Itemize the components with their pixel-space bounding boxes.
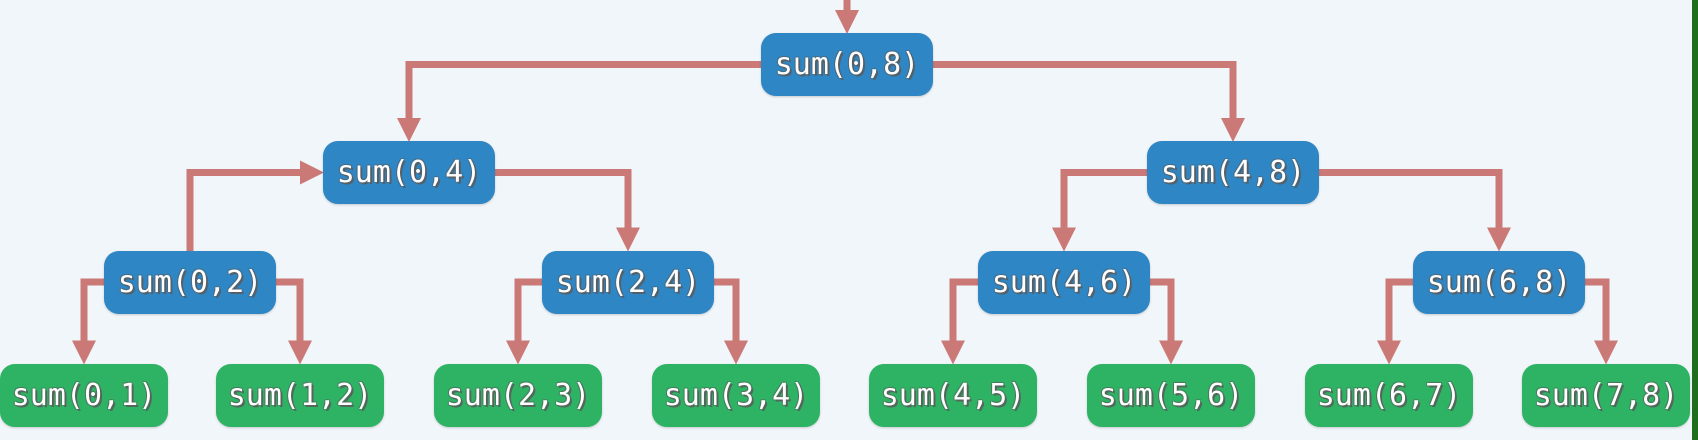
edge-sum-6-8-to-sum-7-8: [1582, 278, 1618, 365]
tree-node-sum-2-4: sum(2,4): [542, 250, 714, 314]
edge-sum-2-4-to-sum-2-3: [506, 278, 545, 365]
edge-sum-6-8-to-sum-6-7: [1377, 278, 1416, 365]
edge-sum-0-4-to-sum-2-4: [492, 169, 640, 252]
tree-node-sum-5-6: sum(5,6): [1087, 363, 1255, 427]
tree-node-sum-1-2: sum(1,2): [216, 363, 384, 427]
tree-node-sum-2-3: sum(2,3): [434, 363, 602, 427]
tree-node-sum-7-8: sum(7,8): [1522, 363, 1690, 427]
edge-sum-0-8-to-sum-0-4: [397, 61, 764, 142]
edge-sum-0-8-to-sum-4-8: [930, 61, 1245, 142]
tree-node-sum-6-7: sum(6,7): [1305, 363, 1473, 427]
frame-right-border: [1692, 0, 1698, 440]
edge-sum-4-8-to-sum-4-6: [1052, 169, 1150, 252]
edge-sum-0-2-to-sum-0-4: [186, 160, 324, 254]
tree-node-sum-0-2: sum(0,2): [104, 250, 276, 314]
edge-sum-0-2-to-sum-0-1: [72, 278, 107, 365]
tree-node-sum-4-8: sum(4,8): [1147, 141, 1319, 204]
edge-sum-2-4-to-sum-3-4: [711, 278, 748, 365]
edge-sum-4-6-to-sum-4-5: [941, 278, 981, 365]
edge-sum-4-6-to-sum-5-6: [1147, 278, 1183, 365]
edge-sum-0-2-to-sum-1-2: [273, 278, 312, 365]
tree-node-sum-0-4: sum(0,4): [323, 141, 495, 204]
tree-node-sum-0-8: sum(0,8): [761, 33, 933, 96]
tree-node-sum-0-1: sum(0,1): [0, 363, 168, 427]
edge-sum-4-8-to-sum-6-8: [1316, 169, 1511, 252]
tree-node-sum-6-8: sum(6,8): [1413, 250, 1585, 314]
tree-node-sum-4-5: sum(4,5): [869, 363, 1037, 427]
tree-node-sum-4-6: sum(4,6): [978, 250, 1150, 314]
tree-node-sum-3-4: sum(3,4): [652, 363, 820, 427]
